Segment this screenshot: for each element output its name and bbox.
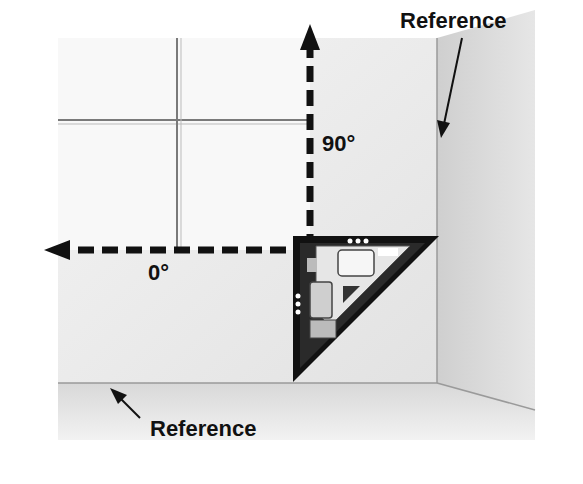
leader-arrows [110, 38, 462, 418]
angle-label: 0° [148, 262, 169, 284]
angle-label: 90° [322, 133, 355, 155]
reference-label: Reference [400, 10, 506, 32]
laser-lines [44, 24, 320, 260]
floor [58, 383, 535, 440]
tile-grid [58, 38, 310, 250]
reference-label: Reference [150, 418, 256, 440]
floor-edge [58, 382, 437, 384]
side-wall [437, 10, 535, 410]
floor-corner [437, 383, 535, 410]
tile-area [58, 38, 310, 250]
laser-device [293, 236, 439, 382]
wall-corner [436, 38, 438, 383]
back-wall [58, 38, 438, 383]
